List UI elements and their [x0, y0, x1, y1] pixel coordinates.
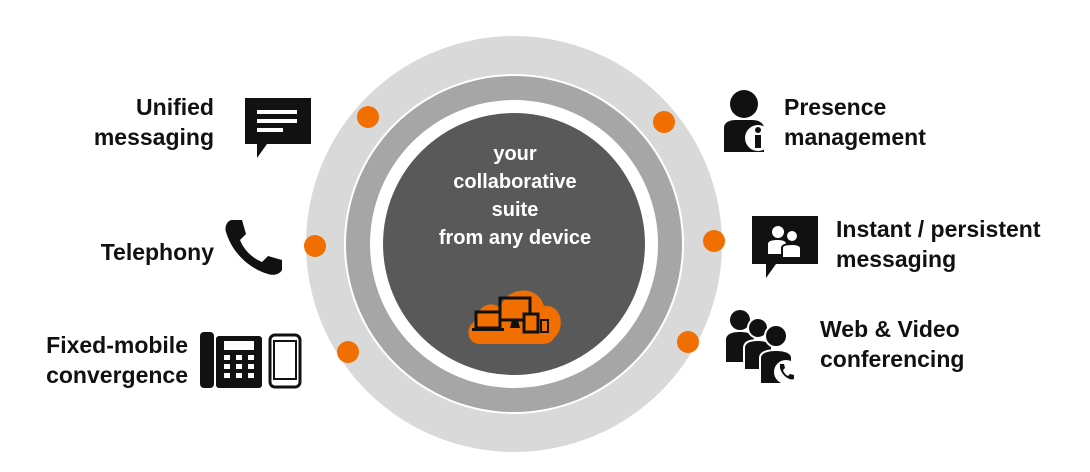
label-unified-messaging: Unified messaging: [94, 92, 214, 152]
center-line: collaborative: [453, 171, 577, 193]
label-line: Presence: [784, 94, 887, 120]
feature-dot: [337, 341, 359, 363]
label-web-video-conferencing: Web & Video conferencing: [820, 314, 964, 374]
presence-info-person-icon: [724, 90, 771, 152]
label-line: messaging: [93, 124, 214, 150]
feature-dot: [703, 230, 725, 252]
conference-people-icon: [726, 310, 798, 385]
phone-handset-icon: [225, 220, 282, 275]
label-line: Telephony: [100, 239, 214, 265]
center-line: your: [493, 143, 537, 165]
chat-people-icon: [752, 216, 818, 278]
label-line: messaging: [836, 246, 957, 272]
feature-dot: [677, 331, 699, 353]
message-bubble-icon: [245, 98, 311, 158]
feature-dot: [304, 235, 326, 257]
label-line: Fixed-mobile: [46, 332, 188, 358]
label-line: management: [784, 124, 926, 150]
label-telephony: Telephony: [101, 237, 214, 267]
feature-dot: [653, 111, 675, 133]
cloud-devices-icon: [468, 290, 561, 344]
desk-phone-icon: [200, 332, 262, 388]
label-line: conferencing: [820, 346, 965, 372]
label-line: Instant / persistent: [836, 216, 1041, 242]
center-line: suite: [491, 199, 539, 221]
label-fixed-mobile-convergence: Fixed-mobile convergence: [46, 330, 188, 390]
label-line: Web & Video: [820, 316, 960, 342]
label-line: Unified: [136, 94, 214, 120]
label-instant-persistent-messaging: Instant / persistent messaging: [836, 214, 1040, 274]
label-presence-management: Presence management: [784, 92, 926, 152]
feature-dot: [357, 106, 379, 128]
center-line: from any device: [438, 227, 592, 249]
mobile-phone-icon: [268, 333, 302, 389]
label-line: convergence: [46, 362, 188, 388]
center-title: your collaborative suite from any device: [410, 140, 620, 252]
